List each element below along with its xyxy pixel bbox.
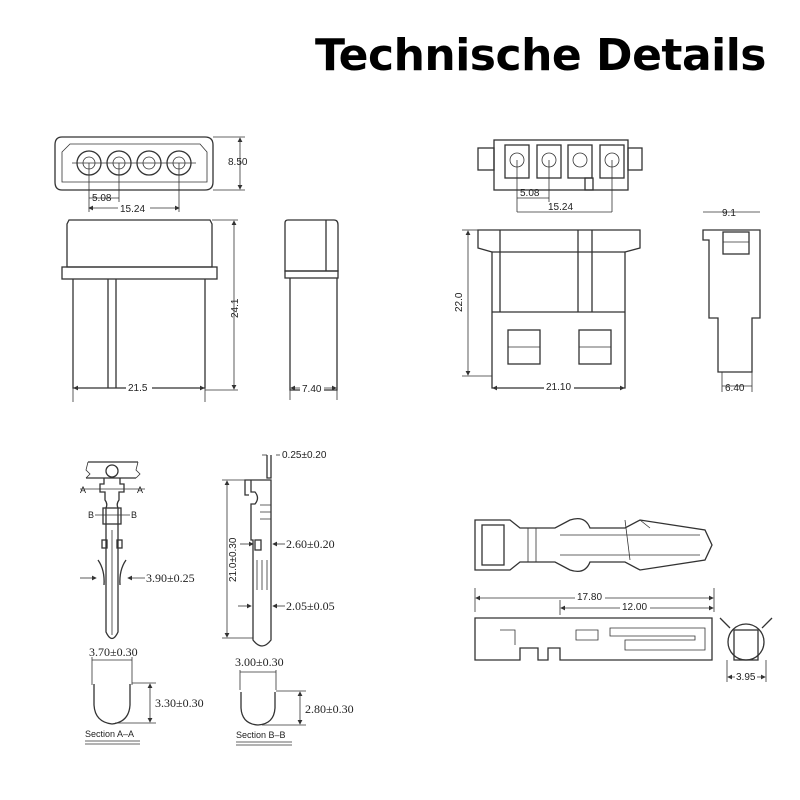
dim-pitch-b: 5.08 [520,188,540,199]
dim-pin-span: 15.24 [120,204,145,215]
dim-pin-width: 3.90±0.25 [146,571,195,585]
section-mark-a-left: A [80,485,86,495]
connector-b-front-view: 22.0 21.10 [452,229,641,393]
connector-a-front-view: 24.1 21.5 [61,219,241,402]
dim-side-depth: 7.40 [302,384,322,395]
section-a-a: 3.70±0.30 3.30±0.30 Section A–A [85,645,204,745]
section-b-b: 3.00±0.30 2.80±0.30 Section B–B [235,655,354,746]
connector-a-face-view: 8.50 5.08 15.24 [54,136,248,215]
dim-section-a-height: 3.30±0.30 [155,696,204,710]
dim-contact-length: 12.00 [622,602,647,613]
dim-side-depth-b: 6.40 [725,383,745,394]
dim-face-height: 8.50 [228,157,248,168]
dim-section-b-height: 2.80±0.30 [305,702,354,716]
pin-side-view: 0.25±0.20 21.0±0.30 2.60±0.20 2.05±0.05 [222,450,335,647]
dim-end-width: 3.95 [736,672,756,683]
dim-body-height-b: 22.0 [454,292,465,312]
section-a-label: Section A–A [85,729,134,739]
dim-tab: 2.60±0.20 [286,537,335,551]
dim-section-b-width: 3.00±0.30 [235,655,284,669]
pin-holes [504,144,625,179]
dim-terminal-length: 17.80 [577,592,602,603]
pin-holes [72,150,196,176]
terminal-female-side-view: 17.80 12.00 [474,588,715,661]
section-mark-b-left: B [88,510,94,520]
section-b-label: Section B–B [236,730,286,740]
connector-b-face-view: 5.08 15.24 [477,139,643,213]
terminal-female-top-view [474,517,713,573]
dim-pin-length: 21.0±0.30 [228,537,239,582]
section-mark-b-right: B [131,510,137,520]
dim-body-width-b: 21.10 [546,382,571,393]
dim-pitch: 5.08 [92,193,112,204]
connector-b-side-view: 9.1 6.40 [702,208,761,394]
dim-pin-span-b: 15.24 [548,202,573,213]
dim-body-width: 21.5 [128,383,148,394]
connector-a-side-view: 7.40 [284,219,339,400]
terminal-female-end-view: 3.95 [719,617,773,683]
dim-section-a-width: 3.70±0.30 [89,645,138,659]
page-title: Technische Details [314,30,767,81]
dim-side-top-b: 9.1 [722,208,736,219]
dim-tip: 2.05±0.05 [286,599,335,613]
dim-body-height: 24.1 [230,298,241,318]
section-mark-a-right: A [137,485,143,495]
dim-thickness: 0.25±0.20 [282,450,327,461]
pin-male-top-view: A A B B 3.90±0.25 [80,461,195,640]
